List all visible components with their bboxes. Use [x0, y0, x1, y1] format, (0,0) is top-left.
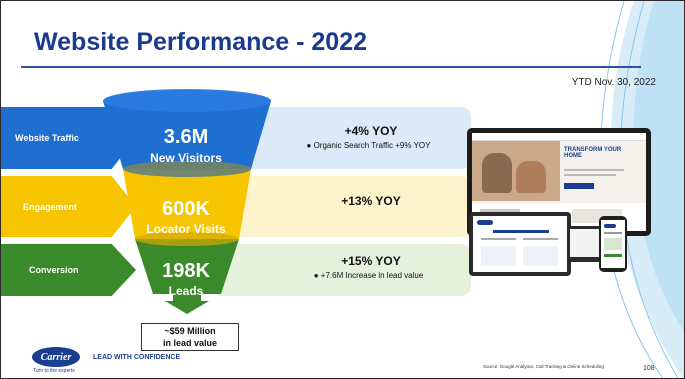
lead-value-amount: ~$59 Million — [164, 326, 216, 336]
conversion-value: 198K — [162, 260, 210, 282]
engagement-value: 600K — [162, 198, 210, 220]
conversion-metric: Leads — [168, 284, 204, 298]
tablet-device — [469, 212, 571, 276]
funnel-output-arrow — [165, 294, 209, 314]
mockup-headline: TRANSFORM YOUR HOME — [564, 147, 622, 159]
carrier-logo: Carrier — [32, 347, 80, 367]
category-label: Conversion — [29, 265, 79, 275]
conversion-note: ● +7.6M Increase in lead value — [313, 271, 424, 280]
engagement-band — [211, 176, 471, 237]
lead-value-box: ~$59 Million in lead value — [141, 323, 239, 351]
traffic-metric: New Visitors — [150, 151, 222, 165]
traffic-value: 3.6M — [163, 126, 209, 148]
funnel-segment-traffic — [103, 101, 271, 169]
category-conversion: Conversion — [1, 244, 136, 296]
logo-wordmark: Carrier — [40, 351, 72, 363]
conversion-yoy: +15% YOY — [341, 254, 401, 268]
funnel-top-ellipse — [103, 90, 271, 112]
source-note: Source: Google Analytics, Call Tracking … — [483, 364, 604, 369]
category-label: Engagement — [23, 201, 78, 212]
conversion-band — [211, 244, 471, 296]
page-number: 108 — [643, 365, 655, 372]
brand-line: LEAD WITH CONFIDENCE — [93, 354, 181, 361]
logo-tagline: Turn to the experts — [33, 368, 75, 374]
category-label: Website Traffic — [15, 133, 79, 143]
slide-title: Website Performance - 2022 — [34, 28, 368, 56]
phone-device — [599, 216, 627, 272]
period-label: YTD Nov. 30, 2022 — [571, 77, 656, 88]
engagement-yoy: +13% YOY — [341, 194, 401, 208]
funnel-segment-conversion — [135, 239, 239, 294]
traffic-yoy: +4% YOY — [344, 124, 398, 138]
website-mockup: TRANSFORM YOUR HOME — [467, 128, 657, 278]
lead-value-caption: in lead value — [162, 338, 218, 348]
funnel-segment-engagement — [123, 169, 251, 239]
category-engagement: Engagement — [1, 176, 136, 237]
conversion-funnel — [103, 89, 271, 314]
title-divider — [21, 66, 641, 68]
engagement-metric: Locator Visits — [146, 222, 226, 236]
traffic-note: ● Organic Search Traffic +9% YOY — [306, 141, 431, 150]
